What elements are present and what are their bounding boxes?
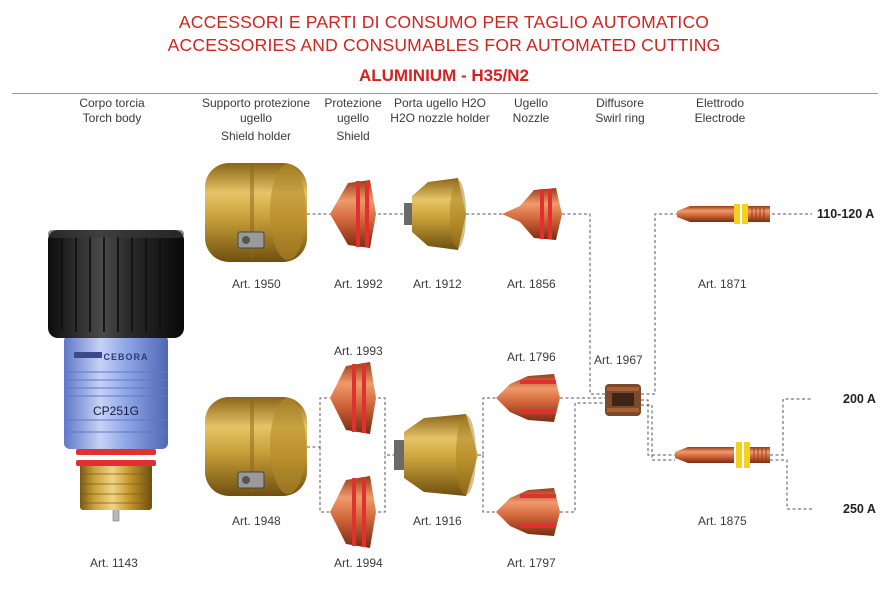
art-shield-holder-top: Art. 1950 xyxy=(232,277,281,291)
shield-holder-bottom xyxy=(205,397,307,496)
amperage-110-120: 110-120 A xyxy=(817,207,875,221)
art-shield-holder-bottom: Art. 1948 xyxy=(232,514,281,528)
shield-holder-top xyxy=(205,163,307,262)
amperage-200: 200 A xyxy=(843,392,876,406)
title-italian: ACCESSORI E PARTI DI CONSUMO PER TAGLIO … xyxy=(178,12,710,32)
art-swirl-ring: Art. 1967 xyxy=(594,353,643,367)
art-shield-bottom: Art. 1994 xyxy=(334,556,383,570)
electrode-bottom xyxy=(675,442,770,468)
nozzle-mid xyxy=(496,374,560,422)
amperage-250: 250 A xyxy=(843,502,876,516)
header-divider xyxy=(12,93,878,94)
torch-brand: CEBORA xyxy=(103,352,148,362)
nozzle-bottom xyxy=(496,488,560,536)
subtitle: ALUMINIUM - H35/N2 xyxy=(358,66,529,85)
art-electrode-bottom: Art. 1875 xyxy=(698,514,747,528)
connector-lines xyxy=(307,213,812,513)
art-electrode-top: Art. 1871 xyxy=(698,277,747,291)
art-nozzle-holder-bottom: Art. 1916 xyxy=(413,514,462,528)
shield-mid xyxy=(330,362,376,434)
nozzle-holder-bottom xyxy=(394,414,478,496)
shield-bottom xyxy=(330,476,376,548)
nozzle-holder-top xyxy=(404,178,466,250)
electrode-top xyxy=(677,204,770,224)
art-shield-top: Art. 1992 xyxy=(334,277,383,291)
title-english: ACCESSORIES AND CONSUMABLES FOR AUTOMATE… xyxy=(167,35,721,55)
torch-model-label: CP251G xyxy=(93,404,139,418)
art-nozzle-bottom: Art. 1797 xyxy=(507,556,556,570)
torch-logo-icon xyxy=(74,352,102,358)
art-shield-mid: Art. 1993 xyxy=(334,344,383,358)
art-torch-body: Art. 1143 xyxy=(90,556,138,570)
torch-body: CEBORA CP251G xyxy=(48,230,184,522)
nozzle-top xyxy=(502,188,562,240)
art-nozzle-top: Art. 1856 xyxy=(507,277,556,291)
art-nozzle-holder-top: Art. 1912 xyxy=(413,277,462,291)
shield-top xyxy=(330,180,376,248)
art-nozzle-mid: Art. 1796 xyxy=(507,350,556,364)
swirl-ring xyxy=(605,384,641,416)
